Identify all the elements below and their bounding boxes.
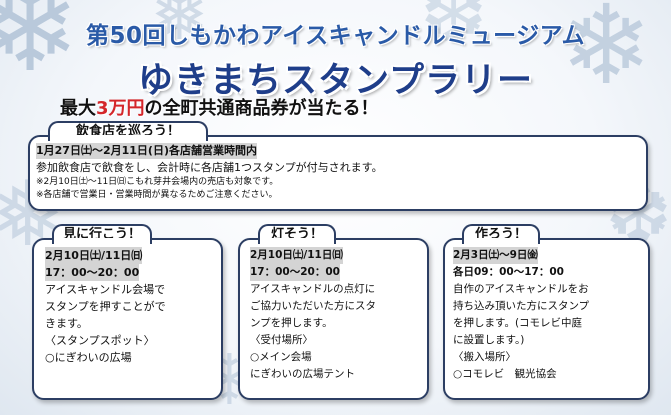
prize-prefix: 最大 (60, 98, 96, 119)
light-line: ご協力いただいた方にスタ (250, 300, 376, 312)
restaurant-note-1: ※2月10日㈯～11日㈰こもれ芽井会場内の売店も対象です。 (36, 177, 279, 187)
restaurant-tab-fill (50, 135, 206, 139)
make-line: 自作のアイスキャンドルをお (453, 283, 589, 295)
light-content: 2月10日㈯/11日㈰ 17：00～20：00 アイスキャンドルの点灯に ご協力… (250, 247, 426, 383)
make-date: 2月3日㈯～9日㈮ (453, 247, 538, 264)
prize-amount: 3万円 (96, 98, 145, 119)
event-subtitle: 第50回しもかわアイスキャンドルミュージアム (85, 23, 586, 49)
light-time: 17：00～20：00 (250, 264, 340, 281)
light-line: ンプを押します。 (250, 317, 333, 329)
see-tab-fill (54, 238, 150, 242)
prize-suffix: の全町共通商品券が当たる！ (144, 98, 379, 119)
snowflake-icon: ❄ (560, 0, 653, 109)
see-line: 〈スタンプスポット〉 (45, 334, 155, 347)
make-content: 2月3日㈯～9日㈮ 各日09：00～17：00 自作のアイスキャンドルをお 持ち… (453, 247, 647, 383)
make-box (443, 238, 650, 400)
snowflake-icon: ❅ (150, 0, 209, 56)
make-line: に設置します。) (453, 334, 525, 346)
see-line: アイスキャンドル会場で (45, 283, 166, 296)
make-time: 各日09：00～17：00 (453, 266, 564, 278)
make-line: 持ち込み頂いた方にスタンプ (453, 300, 590, 312)
light-line: アイスキャンドルの点灯に (250, 283, 376, 295)
see-time: 17：00～20：00 (45, 264, 140, 281)
event-title: ゆきまちスタンプラリー (138, 61, 533, 101)
light-line: ○メイン会場 (250, 351, 312, 363)
see-content: 2月10日㈯/11日㈰ 17：00～20：00 アイスキャンドル会場で スタンプ… (45, 247, 220, 366)
see-date: 2月10日㈯/11日㈰ (45, 247, 143, 264)
see-line: ○にぎわいの広場 (45, 351, 132, 364)
prize-line: 最大3万円の全町共通商品券が当たる！ (60, 94, 379, 120)
snowflake-icon: ❆ (420, 0, 488, 61)
light-line: 〈受付場所〉 (250, 334, 313, 346)
light-tab-fill (260, 238, 334, 242)
restaurant-date: 1月27日㈯～2月11日(日)各店舗営業時間内 (36, 143, 257, 159)
make-tab-fill (464, 238, 538, 242)
light-date: 2月10日㈯/11日㈰ (250, 247, 343, 264)
make-line: 〈搬入場所〉 (453, 351, 516, 363)
restaurant-content: 1月27日㈯～2月11日(日)各店舗営業時間内 参加飲食店で飲食をし、会計時に各… (36, 143, 644, 202)
light-line: にぎわいの広場テント (250, 368, 355, 380)
see-line: スタンプを押すことがで (45, 300, 166, 313)
restaurant-body: 参加飲食店で飲食をし、会計時に各店舗1つスタンプが付与されます。 (36, 161, 383, 174)
make-line: を押します。(コモレビ中庭 (453, 317, 583, 329)
make-line: ○コモレビ 観光協会 (453, 368, 557, 380)
snowflake-icon: ❄ (0, 0, 81, 99)
see-line: きます。 (45, 317, 88, 330)
restaurant-note-2: ※各店舗で営業日・営業時間が異なるためご注意ください。 (36, 190, 278, 200)
